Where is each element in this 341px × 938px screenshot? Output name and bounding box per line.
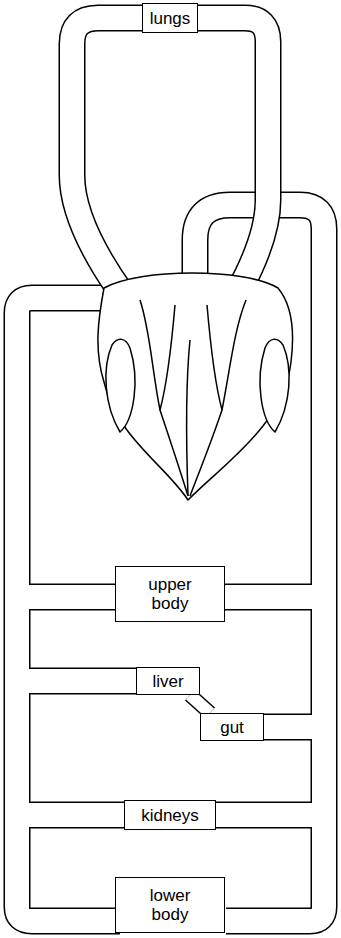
organ-box: gut	[200, 713, 264, 741]
heart	[98, 273, 293, 500]
organ-box: kidneys	[124, 800, 216, 830]
organ-label: gut	[220, 718, 244, 737]
organ-box: lungs	[142, 3, 198, 33]
organ-label: upper body	[139, 575, 201, 613]
vessel-interior	[17, 205, 324, 921]
organ-label: kidneys	[141, 806, 199, 825]
organ-box: upper body	[115, 566, 225, 622]
portal-vessel	[190, 695, 210, 713]
organ-label: lungs	[150, 9, 191, 28]
organ-label: lower body	[139, 886, 201, 924]
organ-label: liver	[152, 672, 183, 691]
vessel-outline	[17, 205, 324, 921]
organ-box: lower body	[115, 877, 225, 933]
organ-box: liver	[136, 667, 200, 695]
